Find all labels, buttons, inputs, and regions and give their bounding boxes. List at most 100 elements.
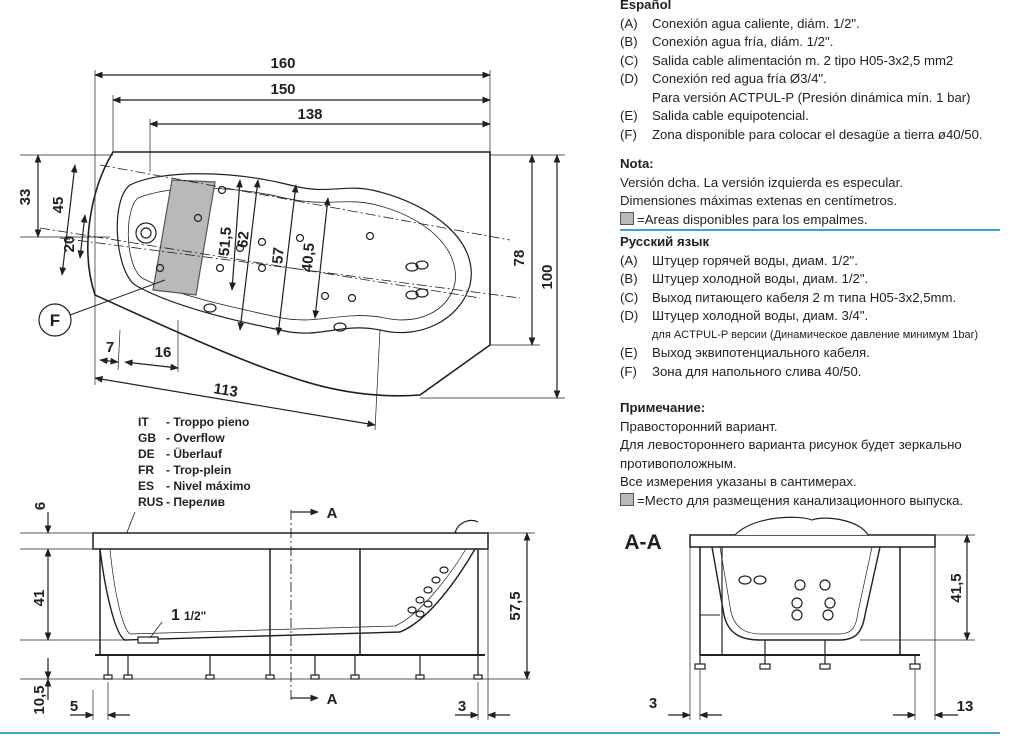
dim-3: 3 <box>458 698 466 715</box>
dim-57: 57 <box>269 247 287 265</box>
legend-text: - Nivel máximo <box>166 479 251 493</box>
item-key: (F) <box>620 363 637 379</box>
notes-panel: Español (A) Conexión agua caliente, diám.… <box>620 0 1020 510</box>
section-view <box>668 516 975 720</box>
dim-33: 33 <box>17 189 34 206</box>
item-text: Зона для напольного слива 40/50. <box>652 363 862 379</box>
russian-item: для ACTPUL-P версии (Динамическое давлен… <box>620 326 1020 345</box>
connection-area <box>152 179 216 296</box>
item-key <box>620 89 652 108</box>
divider-rule <box>620 229 1000 231</box>
overflow-legend: IT - Troppo pieno GB - Overflow DE - Übe… <box>138 415 251 509</box>
section-view-labels: A-A 41,5 3 13 <box>624 531 973 715</box>
item-key: (D) <box>620 71 639 86</box>
section-title: A-A <box>624 531 661 554</box>
spanish-item: Para versión ACTPUL-P (Presión dinámica … <box>620 89 1020 108</box>
spanish-item: (B) Conexión agua fría, diám. 1/2". <box>620 33 1020 52</box>
area-swatch <box>620 492 634 506</box>
item-text: Salida cable alimentación m. 2 tipo H05-… <box>652 52 954 68</box>
dim-7: 7 <box>106 339 114 356</box>
dim-5: 5 <box>70 698 78 715</box>
russian-item: (D) Штуцер холодной воды, диам. 3/4". <box>620 307 1020 326</box>
russian-nota-line: Все измерения указаны в сантимерах. <box>620 474 857 489</box>
dim-62: 62 <box>234 231 252 249</box>
legend-code: RUS <box>138 495 163 509</box>
dim-10-5: 10,5 <box>31 685 48 714</box>
dim-45: 45 <box>50 197 67 214</box>
russian-nota-heading: Примечание: <box>620 400 706 415</box>
item-key: (E) <box>620 108 638 123</box>
legend-text: - Trop-plein <box>166 463 231 477</box>
dim-138: 138 <box>297 106 322 123</box>
legend-text: - Überlauf <box>166 446 223 461</box>
pipe-size-1: 1 <box>171 607 180 624</box>
spanish-nota-heading: Nota: <box>620 156 654 171</box>
areas-note-text: =Место для размещения канализационного в… <box>637 492 964 508</box>
spanish-areas-note: =Areas disponibles para los empalmes. <box>620 211 1020 230</box>
russian-item: (C) Выход питающего кабеля 2 m типа H05-3… <box>620 289 1020 308</box>
russian-heading: Русский язык <box>620 234 710 249</box>
dim-6: 6 <box>32 502 49 510</box>
dim-150: 150 <box>270 81 295 98</box>
item-text: Conexión agua caliente, diám. 1/2". <box>652 15 860 31</box>
russian-item: (A) Штуцер горячей воды, диам. 1/2". <box>620 252 1020 271</box>
spanish-heading: Español <box>620 0 672 12</box>
legend-code: DE <box>138 447 155 461</box>
item-text: Zona disponible para colocar el desagüe … <box>652 126 983 142</box>
item-key: (C) <box>620 52 639 68</box>
item-text: Выход эквипотенциального кабеля. <box>652 345 870 360</box>
russian-areas-note: =Место для размещения канализационного в… <box>620 492 1020 511</box>
item-key: (E) <box>620 345 638 360</box>
dim-41: 41 <box>31 590 48 607</box>
legend-code: FR <box>138 463 154 477</box>
dim-40-5: 40,5 <box>299 242 318 273</box>
section-marker-top: A <box>327 505 338 522</box>
item-key: (B) <box>620 34 638 49</box>
dim-41-5: 41,5 <box>948 573 965 602</box>
item-text: Штуцер холодной воды, диам. 3/4". <box>652 308 869 323</box>
dim-100: 100 <box>539 264 556 289</box>
item-key: (A) <box>620 15 638 31</box>
item-text: Штуцер горячей воды, диам. 1/2". <box>652 252 858 268</box>
russian-item: (B)Штуцер холодной воды, диам. 1/2". <box>620 270 1020 289</box>
item-text: Conexión red agua fría Ø3/4". <box>652 71 827 86</box>
dim-160: 160 <box>270 55 295 72</box>
item-key: (F) <box>620 126 637 142</box>
spanish-item: (D) Conexión red agua fría Ø3/4". <box>620 70 1020 89</box>
item-text: Выход питающего кабеля 2 m типа H05-3x2,… <box>652 289 957 305</box>
tub-outline <box>87 151 491 397</box>
dim-78: 78 <box>511 250 528 267</box>
spanish-item: (C) Salida cable alimentación m. 2 tipo H… <box>620 52 1020 71</box>
side-view-labels: 6 41 10,5 57,5 5 3 1 1/2" A A <box>31 502 524 715</box>
spanish-nota-line: Versión dcha. La versión izquierda es es… <box>620 174 903 190</box>
russian-item: (F) Зона для напольного слива 40/50. <box>620 363 1020 382</box>
spanish-item: (F) Zona disponible para colocar el desag… <box>620 126 1020 145</box>
item-text: Para versión ACTPUL-P (Presión dinámica … <box>652 89 971 105</box>
callout-f: F <box>50 311 60 330</box>
russian-nota-line: Для левостороннего варианта рисунок буде… <box>620 437 962 471</box>
pipe-size-fraction: 1/2" <box>184 609 206 623</box>
areas-note-text: =Areas disponibles para los empalmes. <box>637 211 868 227</box>
top-view <box>20 70 565 431</box>
dim-113: 113 <box>212 380 239 401</box>
legend-text: - Overflow <box>166 431 225 445</box>
item-key: (C) <box>620 289 639 305</box>
item-key: (B) <box>620 271 638 286</box>
dim-13: 13 <box>957 698 974 715</box>
spanish-item: (A) Conexión agua caliente, diám. 1/2". <box>620 15 1020 34</box>
item-key: (A) <box>620 252 638 268</box>
legend-code: ES <box>138 479 154 493</box>
dim-16: 16 <box>155 344 172 361</box>
legend-code: GB <box>138 431 156 445</box>
dim-57-5: 57,5 <box>507 591 524 620</box>
item-text: для ACTPUL-P версии (Динамическое давлен… <box>652 328 978 341</box>
item-text: Conexión agua fría, diám. 1/2". <box>652 34 834 49</box>
side-view <box>20 508 535 720</box>
russian-item: (E) Выход эквипотенциального кабеля. <box>620 344 1020 363</box>
legend-text: - Перелив <box>166 495 225 509</box>
dim-51-5: 51,5 <box>216 226 235 257</box>
item-key: (D) <box>620 308 639 323</box>
item-key <box>620 326 652 345</box>
dim-20: 20 <box>61 236 78 253</box>
